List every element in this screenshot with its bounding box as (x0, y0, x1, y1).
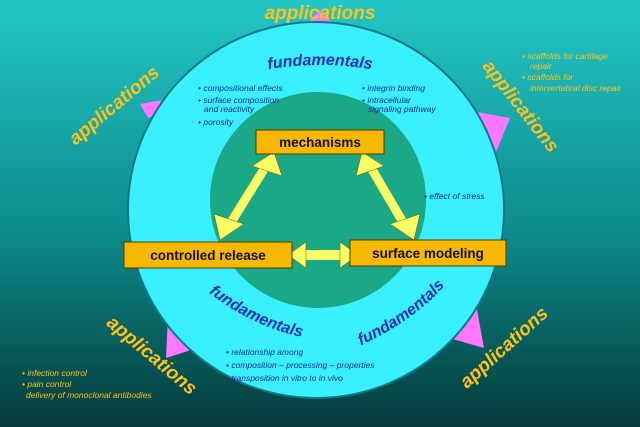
bullet-item: • relationship among (226, 347, 303, 357)
bullets-top-left: • compositional effects • surface compos… (198, 83, 283, 127)
side-note-item: repair (530, 61, 553, 71)
side-note-item: • pain control (22, 379, 72, 389)
bullet-item: • integrin binding (362, 83, 425, 93)
fundamentals-top: fundamentals (266, 52, 374, 73)
mechanisms-box: mechanisms (255, 129, 385, 155)
side-note-item: intervertebral disc repair (530, 83, 622, 93)
bullet-item: • porosity (198, 117, 234, 127)
applications-top: applications (265, 3, 376, 24)
bullets-bottom: • relationship among • composition – pro… (226, 347, 375, 383)
bullet-item: • surface composition (198, 95, 279, 105)
bullet-item: • intracellular (362, 95, 412, 105)
bullet-item: • composition – processing – properties (226, 360, 375, 370)
bullet-item: • transposition in vitro to in vivo (226, 373, 343, 383)
arrow-mechanisms-controlled-release (213, 151, 283, 241)
bullets-right: • effect of stress (424, 191, 485, 201)
side-notes-upper-right: • scaffolds for cartilage repair • scaff… (522, 51, 622, 93)
mechanisms-label: mechanisms (279, 135, 361, 150)
side-note-item: • infection control (22, 368, 88, 378)
surface-modeling-label: surface modeling (372, 246, 484, 261)
surface-modeling-box: surface modeling (349, 239, 507, 267)
arrow-mechanisms-surface-modeling (355, 151, 421, 241)
bullet-item: and reactivity (204, 104, 255, 114)
arrow-controlled-release-surface-modeling (287, 241, 359, 269)
controlled-release-label: controlled release (150, 248, 266, 263)
side-note-item: delivery of monoclonal antibodies (26, 390, 152, 400)
bullet-item: • effect of stress (424, 191, 485, 201)
controlled-release-box: controlled release (123, 241, 293, 269)
bullet-item: signaling pathway (368, 104, 436, 114)
bullets-top-right: • integrin binding • intracellular signa… (362, 83, 436, 114)
side-note-item: • scaffolds for (522, 72, 574, 82)
side-notes-lower-left: • infection control • pain control deliv… (22, 368, 152, 400)
bullet-item: • compositional effects (198, 83, 283, 93)
side-note-item: • scaffolds for cartilage (522, 51, 608, 61)
